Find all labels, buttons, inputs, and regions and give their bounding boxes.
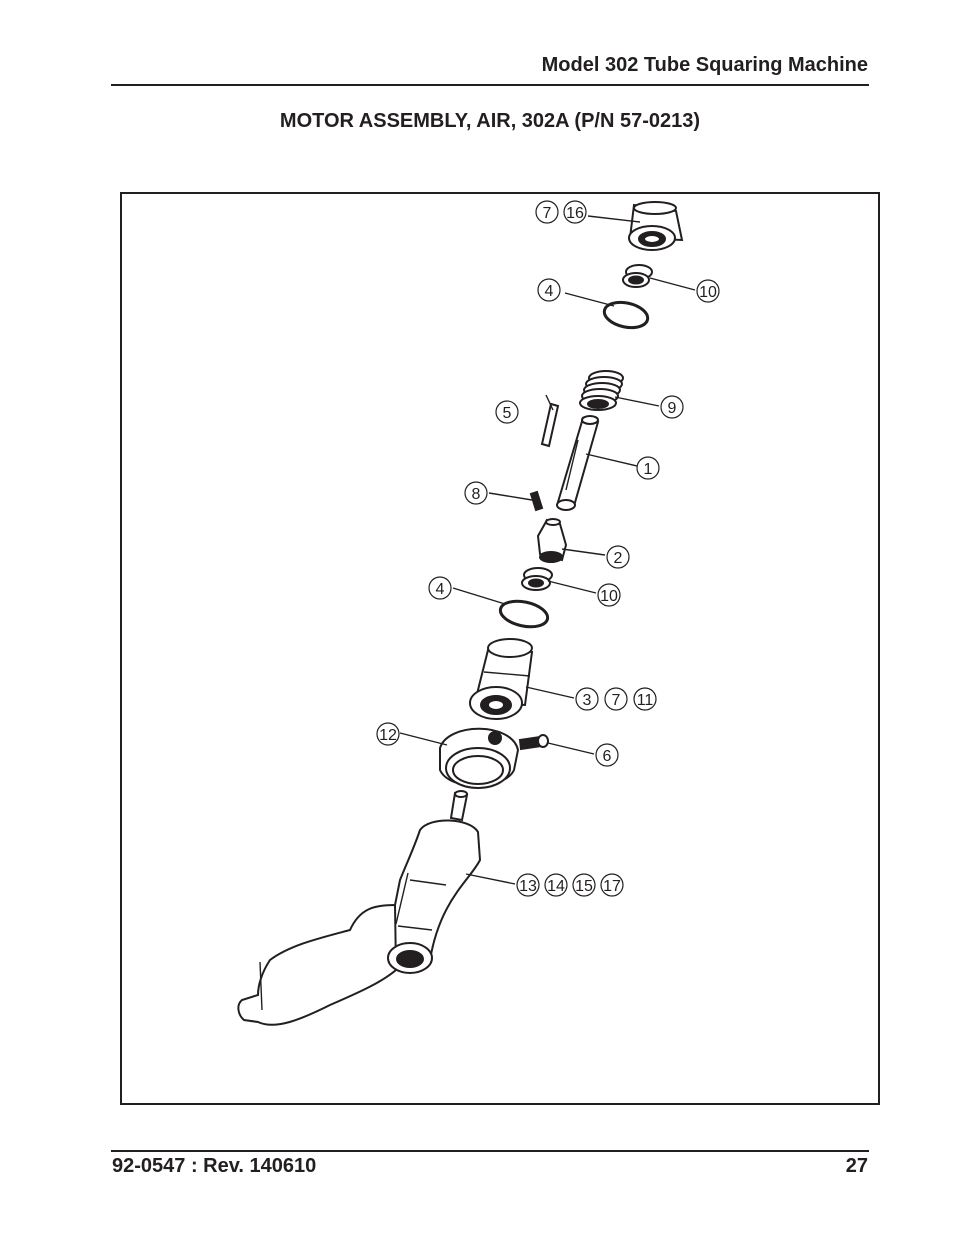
- callout-7-top: 7: [535, 200, 559, 224]
- callout-4-top: 4: [537, 278, 561, 302]
- callout-13: 13: [516, 873, 540, 897]
- leader-lines: [399, 215, 696, 885]
- callout-4-lower: 4: [428, 576, 452, 600]
- part-bushing-upper: [622, 264, 653, 288]
- part-spring: [579, 370, 624, 411]
- header-rule: [111, 84, 869, 86]
- svg-text:6: 6: [603, 748, 612, 765]
- svg-text:14: 14: [547, 878, 565, 895]
- part-top-cap: [628, 201, 684, 251]
- callout-1: 1: [636, 456, 660, 480]
- svg-text:10: 10: [600, 588, 618, 605]
- callout-12: 12: [376, 722, 400, 746]
- section-title: MOTOR ASSEMBLY, AIR, 302A (P/N 57-0213): [279, 110, 701, 132]
- svg-text:4: 4: [545, 283, 554, 300]
- callout-11: 11: [633, 687, 657, 711]
- callout-14: 14: [544, 873, 568, 897]
- callout-10-lower: 10: [597, 583, 621, 607]
- footer-page-number: 27: [845, 1155, 868, 1177]
- part-dowel: [529, 490, 544, 512]
- svg-text:15: 15: [575, 878, 593, 895]
- svg-text:17: 17: [603, 878, 621, 895]
- callout-6: 6: [595, 743, 619, 767]
- svg-text:2: 2: [614, 550, 623, 567]
- part-air-motor-tool: [237, 790, 482, 1026]
- svg-text:13: 13: [519, 878, 537, 895]
- svg-text:11: 11: [637, 692, 654, 709]
- svg-text:7: 7: [612, 692, 621, 709]
- part-motor-housing: [469, 638, 534, 720]
- callout-15: 15: [572, 873, 596, 897]
- svg-text:16: 16: [566, 205, 584, 222]
- footer-doc-revision: 92-0547 : Rev. 140610: [112, 1155, 317, 1177]
- svg-text:9: 9: [668, 400, 677, 417]
- svg-text:3: 3: [583, 692, 592, 709]
- callout-3: 3: [575, 687, 599, 711]
- part-o-ring-upper: [602, 300, 650, 330]
- callout-2: 2: [606, 545, 630, 569]
- exploded-diagram-frame: 7 16 4 10 9 5 1 8 2 4 10 3 7 11 12 6 13 …: [120, 192, 880, 1105]
- callout-16: 16: [563, 200, 587, 224]
- callout-7-lower: 7: [604, 687, 628, 711]
- part-bushing-lower: [521, 567, 553, 591]
- part-shaft: [556, 415, 600, 511]
- svg-text:12: 12: [379, 727, 397, 744]
- part-coupling: [536, 518, 568, 563]
- svg-text:10: 10: [699, 284, 717, 301]
- footer-rule: [111, 1150, 869, 1152]
- svg-text:8: 8: [472, 486, 481, 503]
- callout-8: 8: [464, 481, 488, 505]
- callout-5: 5: [495, 400, 519, 424]
- svg-text:1: 1: [644, 461, 653, 478]
- svg-text:5: 5: [503, 405, 512, 422]
- header-title: Model 302 Tube Squaring Machine: [541, 54, 868, 76]
- callout-9: 9: [660, 395, 684, 419]
- svg-text:4: 4: [436, 581, 445, 598]
- part-pin: [540, 402, 560, 448]
- callout-10-top: 10: [696, 279, 720, 303]
- part-screw: [518, 734, 549, 751]
- callout-17: 17: [600, 873, 624, 897]
- svg-text:7: 7: [543, 205, 552, 222]
- part-clamp-collar: [439, 727, 520, 789]
- part-o-ring-lower: [498, 599, 550, 629]
